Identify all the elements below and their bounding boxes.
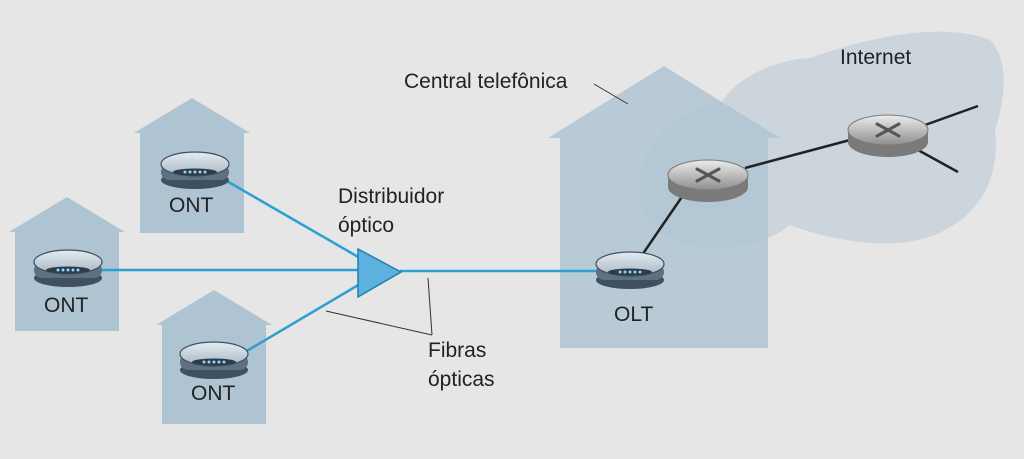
fiber-bottom — [244, 282, 361, 354]
link-router-out1 — [924, 104, 979, 127]
link-router-out2 — [917, 148, 959, 174]
central-office-label: Central telefônica — [404, 70, 568, 93]
splitter-label-line2: óptico — [338, 214, 395, 237]
modem-icon — [179, 341, 249, 379]
modem-icon — [595, 251, 665, 289]
fiber-links — [100, 178, 602, 354]
internet-label: Internet — [840, 46, 912, 69]
leader-lines — [325, 83, 629, 336]
ont-bottom-label: ONT — [191, 382, 236, 405]
fiber-top — [224, 178, 361, 260]
link-router-router — [744, 138, 851, 170]
modem-icon — [33, 249, 103, 287]
fibers-label-line1: Fibras — [428, 339, 487, 362]
leader-central — [593, 83, 629, 105]
optical-splitter-icon — [357, 247, 403, 299]
network-links — [638, 104, 979, 259]
leader-fibers-1 — [325, 310, 433, 336]
router-icon — [667, 159, 749, 202]
leader-fibers-2 — [427, 277, 433, 336]
ont-top-label: ONT — [169, 194, 214, 217]
splitter-label-line1: Distribuidor — [338, 185, 445, 208]
router-icon — [847, 114, 929, 157]
ont-left-label: ONT — [44, 294, 89, 317]
link-olt-router — [638, 187, 690, 259]
modem-icon — [160, 151, 230, 189]
fibers-label-line2: ópticas — [428, 368, 495, 391]
olt-label: OLT — [614, 303, 654, 326]
